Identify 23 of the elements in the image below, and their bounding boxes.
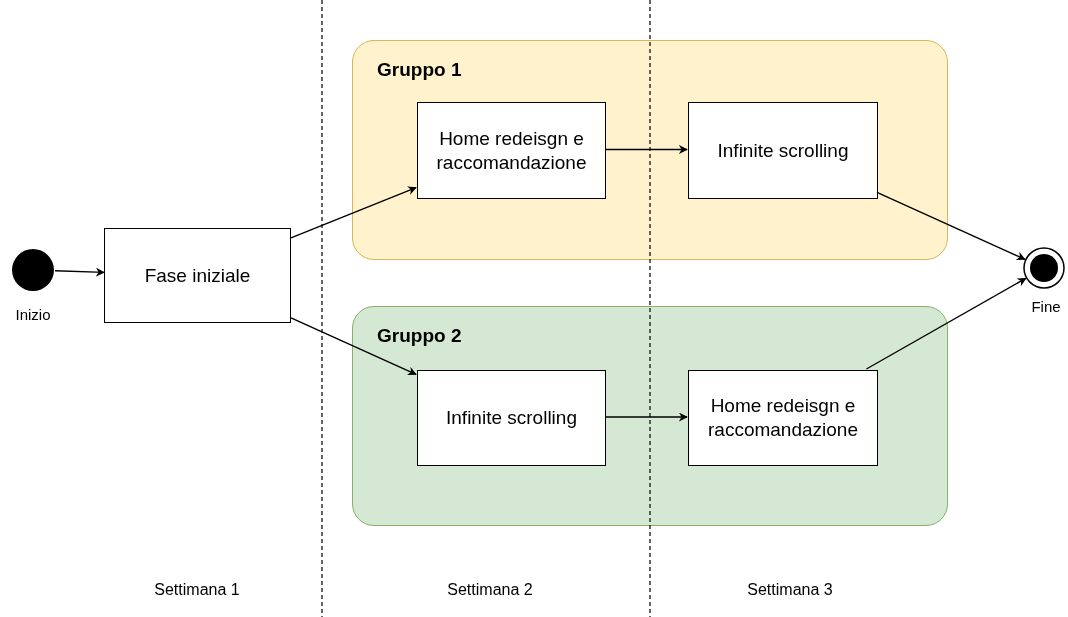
arrow bbox=[290, 317, 417, 376]
process-box: Home redeisgn e raccomandazione bbox=[417, 102, 606, 199]
arrow bbox=[876, 191, 1026, 261]
process-box: Home redeisgn e raccomandazione bbox=[688, 370, 878, 466]
arrow bbox=[54, 267, 105, 277]
week-label: Settimana 3 bbox=[746, 581, 834, 599]
week-label: Settimana 2 bbox=[446, 581, 534, 599]
group-title: Gruppo 2 bbox=[377, 325, 462, 347]
end-node bbox=[1023, 247, 1065, 289]
node-caption: Inizio bbox=[14, 306, 52, 323]
process-box: Fase iniziale bbox=[104, 228, 291, 323]
process-box: Infinite scrolling bbox=[688, 102, 878, 199]
arrow bbox=[290, 186, 417, 239]
group-title: Gruppo 1 bbox=[377, 59, 462, 81]
node-caption: Fine bbox=[1030, 298, 1062, 315]
arrow bbox=[604, 412, 688, 422]
group-panel bbox=[352, 306, 948, 526]
arrow bbox=[604, 145, 688, 154]
start-node bbox=[11, 248, 55, 292]
arrow bbox=[865, 277, 1027, 370]
week-label: Settimana 1 bbox=[153, 581, 241, 599]
group-panel bbox=[352, 40, 948, 260]
process-box: Infinite scrolling bbox=[417, 370, 606, 466]
